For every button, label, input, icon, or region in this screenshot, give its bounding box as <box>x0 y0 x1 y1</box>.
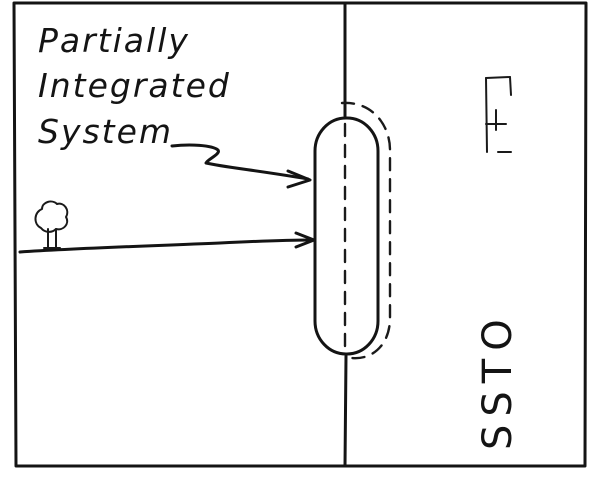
vehicle-ghost-outline <box>342 103 390 358</box>
label-integrated: Integrated <box>38 66 231 105</box>
label-leader-line <box>172 145 308 179</box>
launch-tower-icon <box>486 77 511 152</box>
tree-icon <box>35 202 67 248</box>
label-partially: Partially <box>38 21 190 60</box>
ground-line <box>20 240 312 252</box>
label-arrowhead <box>288 171 310 187</box>
label-system: System <box>38 112 173 151</box>
label-ssto: SSTO <box>475 311 521 450</box>
vehicle-capsule <box>315 118 378 354</box>
divider-line-bottom <box>345 356 346 466</box>
